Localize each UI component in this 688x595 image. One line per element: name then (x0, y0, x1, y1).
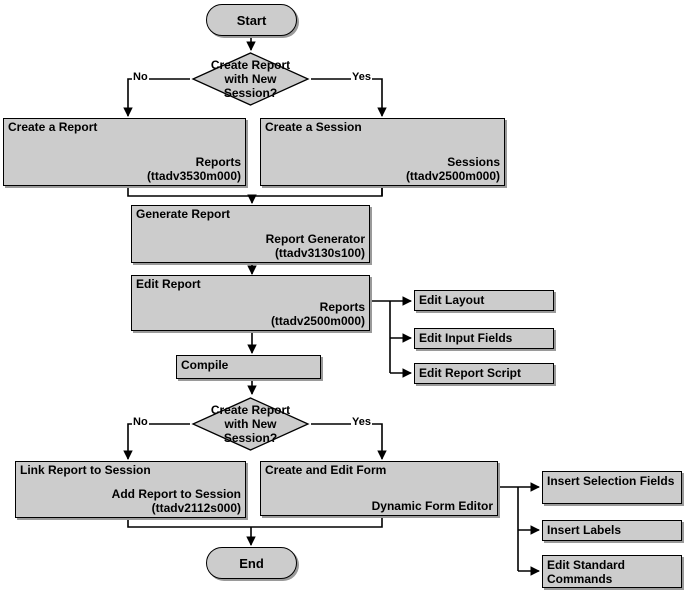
edge-label-yes-2: Yes (351, 416, 372, 428)
diamond-shape-1 (191, 52, 310, 106)
create-a-session-subtext: Sessions (ttadv2500m000) (406, 155, 500, 183)
process-compile[interactable]: Compile (176, 355, 321, 379)
create-edit-form-subtext: Dynamic Form Editor (372, 499, 493, 513)
edit-report-title: Edit Report (136, 277, 201, 291)
generate-report-app: Report Generator (265, 232, 365, 246)
start-terminator[interactable]: Start (206, 4, 297, 36)
process-create-a-session[interactable]: Create a Session Sessions (ttadv2500m000… (260, 118, 505, 186)
edit-report-subtext: Reports (ttadv2500m000) (271, 300, 365, 328)
edge-label-no-2: No (132, 416, 149, 428)
link-report-app: Add Report to Session (111, 487, 241, 501)
decision-2-text: Create Report with New Session? (190, 396, 311, 452)
edit-report-script-title: Edit Report Script (419, 366, 522, 380)
edge-label-yes-1: Yes (351, 71, 372, 83)
decision-2-line1: Create Report (210, 403, 291, 417)
decision-create-report-new-session-2[interactable]: Create Report with New Session? (190, 396, 311, 452)
compile-title: Compile (181, 358, 229, 372)
process-edit-input-fields[interactable]: Edit Input Fields (414, 328, 554, 349)
edit-layout-title: Edit Layout (419, 293, 485, 307)
create-a-report-title: Create a Report (8, 120, 98, 134)
decision-1-line3: Session? (223, 86, 278, 100)
create-a-report-app: Reports (195, 155, 241, 169)
end-label: End (239, 555, 264, 571)
edge-label-no-1: No (132, 71, 149, 83)
process-edit-report[interactable]: Edit Report Reports (ttadv2500m000) (131, 275, 370, 331)
decision-2-line2: with New (224, 417, 277, 431)
process-edit-standard-commands[interactable]: Edit Standard Commands (542, 555, 682, 588)
process-create-and-edit-form[interactable]: Create and Edit Form Dynamic Form Editor (260, 461, 498, 516)
generate-report-subtext: Report Generator (ttadv3130s100) (266, 232, 365, 260)
decision-1-line1: Create Report (210, 58, 291, 72)
decision-1-text: Create Report with New Session? (190, 51, 311, 107)
edit-standard-commands-title: Edit Standard Commands (547, 558, 626, 586)
process-insert-selection-fields[interactable]: Insert Selection Fields (542, 471, 682, 504)
link-report-subtext: Add Report to Session (ttadv2112s000) (112, 487, 241, 515)
end-terminator[interactable]: End (206, 547, 297, 579)
edit-input-fields-title: Edit Input Fields (419, 331, 513, 345)
create-edit-form-title: Create and Edit Form (265, 463, 387, 477)
process-edit-report-script[interactable]: Edit Report Script (414, 363, 554, 384)
link-report-title: Link Report to Session (20, 463, 151, 477)
create-edit-form-app: Dynamic Form Editor (371, 499, 493, 513)
decision-create-report-new-session-1[interactable]: Create Report with New Session? (190, 51, 311, 107)
create-a-session-title: Create a Session (265, 120, 362, 134)
start-label: Start (236, 12, 267, 28)
generate-report-code: (ttadv3130s100) (274, 246, 365, 260)
create-a-session-app: Sessions (447, 155, 500, 169)
edit-report-app: Reports (319, 300, 365, 314)
diamond-shape-2 (191, 397, 310, 451)
create-a-session-code: (ttadv2500m000) (405, 169, 500, 183)
process-edit-layout[interactable]: Edit Layout (414, 290, 554, 311)
insert-selection-fields-title: Insert Selection Fields (547, 474, 675, 488)
create-a-report-subtext: Reports (ttadv3530m000) (147, 155, 241, 183)
decision-2-line3: Session? (223, 431, 278, 445)
create-a-report-code: (ttadv3530m000) (146, 169, 241, 183)
edit-report-code: (ttadv2500m000) (270, 314, 365, 328)
process-insert-labels[interactable]: Insert Labels (542, 520, 682, 541)
process-generate-report[interactable]: Generate Report Report Generator (ttadv3… (131, 205, 370, 263)
generate-report-title: Generate Report (136, 207, 231, 221)
link-report-code: (ttadv2112s000) (151, 501, 241, 515)
decision-1-line2: with New (224, 72, 277, 86)
insert-labels-title: Insert Labels (547, 523, 622, 537)
process-create-a-report[interactable]: Create a Report Reports (ttadv3530m000) (3, 118, 246, 186)
process-link-report-to-session[interactable]: Link Report to Session Add Report to Ses… (15, 461, 246, 518)
